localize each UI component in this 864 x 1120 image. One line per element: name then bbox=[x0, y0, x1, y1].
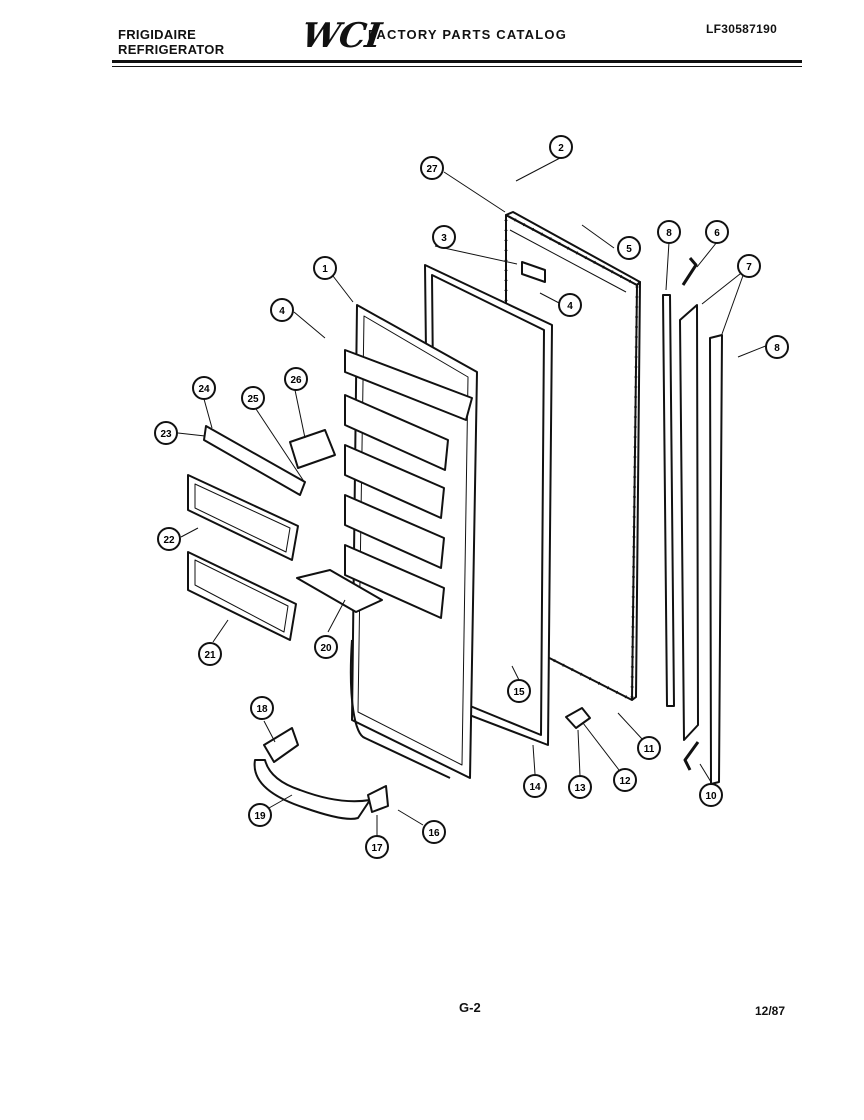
callout-label: 8 bbox=[666, 228, 672, 239]
callout-label: 16 bbox=[428, 828, 440, 839]
callout-label: 23 bbox=[160, 429, 172, 440]
callout-20: 20 bbox=[314, 635, 338, 659]
callout-8: 8 bbox=[657, 220, 681, 244]
callout-label: 15 bbox=[513, 687, 525, 698]
callout-26: 26 bbox=[284, 367, 308, 391]
callout-7: 7 bbox=[737, 254, 761, 278]
callout-label: 4 bbox=[279, 306, 285, 317]
callout-label: 7 bbox=[746, 262, 752, 273]
callout-label: 5 bbox=[626, 244, 632, 255]
callout-label: 25 bbox=[247, 394, 259, 405]
callout-label: 20 bbox=[320, 643, 332, 654]
callout-label: 26 bbox=[290, 375, 302, 386]
brand-title: FRIGIDAIRE REFRIGERATOR bbox=[118, 27, 224, 57]
hinge-bracket bbox=[263, 727, 299, 763]
callout-10: 10 bbox=[699, 783, 723, 807]
callout-22: 22 bbox=[157, 527, 181, 551]
callout-27: 27 bbox=[420, 156, 444, 180]
callout-label: 13 bbox=[574, 783, 586, 794]
callout-2: 2 bbox=[549, 135, 573, 159]
brand-line-1: FRIGIDAIRE bbox=[118, 27, 197, 42]
handle-end-piece bbox=[683, 741, 700, 771]
door-cam bbox=[565, 707, 591, 729]
callout-12: 12 bbox=[613, 768, 637, 792]
lower-hinge bbox=[367, 785, 389, 813]
door-shelf-upper bbox=[187, 474, 299, 561]
door-stop bbox=[521, 261, 546, 283]
callout-8: 8 bbox=[765, 335, 789, 359]
egg-tray bbox=[296, 569, 383, 613]
callout-6: 6 bbox=[705, 220, 729, 244]
callout-25: 25 bbox=[241, 386, 265, 410]
callout-label: 6 bbox=[714, 228, 720, 239]
leader-lines bbox=[177, 157, 769, 836]
callout-24: 24 bbox=[192, 376, 216, 400]
callout-label: 2 bbox=[558, 143, 564, 154]
door-handle bbox=[253, 759, 371, 820]
callout-label: 21 bbox=[204, 650, 216, 661]
handle-top-piece bbox=[681, 257, 698, 286]
door-trim-strip bbox=[662, 294, 675, 707]
door-trim-channel bbox=[679, 304, 723, 785]
callout-14: 14 bbox=[523, 774, 547, 798]
callout-label: 24 bbox=[198, 384, 210, 395]
callout-label: 10 bbox=[705, 791, 717, 802]
page-date: 12/87 bbox=[755, 1004, 786, 1018]
callout-label: 18 bbox=[256, 704, 268, 715]
callout-label: 3 bbox=[441, 233, 447, 244]
callout-17: 17 bbox=[365, 835, 389, 859]
callout-label: 14 bbox=[529, 782, 541, 793]
page-number: G-2 bbox=[459, 1000, 481, 1015]
brand-line-2: REFRIGERATOR bbox=[118, 42, 225, 57]
callout-19: 19 bbox=[248, 803, 272, 827]
model-number: LF30587190 bbox=[706, 22, 778, 36]
callout-label: 1 bbox=[322, 264, 328, 275]
callout-4: 4 bbox=[558, 293, 582, 317]
callout-18: 18 bbox=[250, 696, 274, 720]
callout-label: 17 bbox=[371, 843, 383, 854]
header-rule bbox=[112, 60, 802, 63]
callout-label: 27 bbox=[426, 164, 438, 175]
butter-door bbox=[289, 429, 336, 469]
callout-3: 3 bbox=[432, 225, 456, 249]
callout-16: 16 bbox=[422, 820, 446, 844]
callout-5: 5 bbox=[617, 236, 641, 260]
inner-door-liner bbox=[344, 304, 478, 779]
callout-label: 8 bbox=[774, 343, 780, 354]
catalog-title: FACTORY PARTS CATALOG bbox=[368, 27, 568, 42]
callout-label: 4 bbox=[567, 301, 573, 312]
callout-label: 11 bbox=[644, 744, 655, 755]
callout-1: 1 bbox=[313, 256, 337, 280]
callout-4: 4 bbox=[270, 298, 294, 322]
callout-15: 15 bbox=[507, 679, 531, 703]
header-rule-thin bbox=[112, 66, 802, 67]
shelf-bar bbox=[203, 425, 306, 496]
callout-21: 21 bbox=[198, 642, 222, 666]
callout-23: 23 bbox=[154, 421, 178, 445]
door-shelf-lower bbox=[187, 551, 297, 641]
callout-label: 12 bbox=[619, 776, 631, 787]
callout-label: 19 bbox=[254, 811, 266, 822]
callout-13: 13 bbox=[568, 775, 592, 799]
callout-11: 11 bbox=[637, 736, 661, 760]
callout-label: 22 bbox=[163, 535, 175, 546]
